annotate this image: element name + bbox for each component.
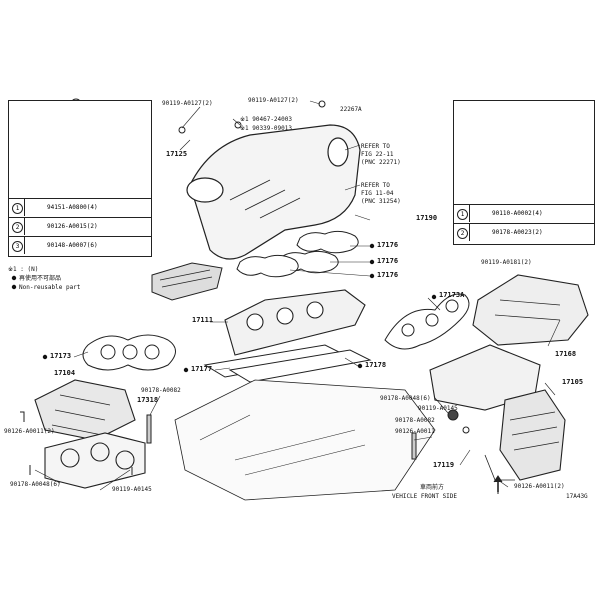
figure-code: 17A43G <box>566 493 588 500</box>
left-legend-row: 2 90126-A0015(2) <box>9 217 151 235</box>
legend-part-number: 94151-A0800(4) <box>47 204 98 211</box>
callout-90126-a0011-right: 90126-A0011 <box>395 428 435 435</box>
heat-shield-right <box>472 274 589 346</box>
legend-part-number: 90110-A0002(4) <box>492 210 543 217</box>
callout-17176-b: 17176 <box>377 257 399 265</box>
refer-note-1-line3: (PNC 22271) <box>361 159 401 166</box>
callout-90178-a0048-left: 90178-A0048(6) <box>10 481 61 488</box>
callout-17176-c: 17176 <box>377 271 399 279</box>
callout-90119-a0181: 90119-A0181(2) <box>481 259 532 266</box>
callout-90119-a0145-right: 90119-A0145 <box>418 405 458 412</box>
callout-17176-a: 17176 <box>377 241 399 249</box>
callout-17105: 17105 <box>562 378 584 386</box>
callout-17177: 17177 <box>191 365 213 373</box>
callout-17119: 17119 <box>433 461 455 469</box>
refer-note-2-line1: REFER TO <box>361 182 390 189</box>
right-legend-box: 1 90110-A0002(4) 2 90178-A0023(2) <box>453 100 595 245</box>
callout-17125: 17125 <box>166 150 188 158</box>
callout-17111: 17111 <box>192 316 214 324</box>
refer-note-1-line2: FIG 22-11 <box>361 151 394 158</box>
refer-note-1-line1: REFER TO <box>361 143 390 150</box>
callout-90339: ※1 90339-09013 <box>240 125 292 132</box>
callout-17168: 17168 <box>555 350 577 358</box>
legend-part-number: 90178-A0023(2) <box>492 229 543 236</box>
legend-part-number: 90126-A0015(2) <box>47 223 98 230</box>
callout-17173: 17173 <box>50 352 72 360</box>
left-legend-row: 1 94151-A0800(4) <box>9 198 151 216</box>
callout-90119-a0145-left: 90119-A0145 <box>112 486 152 493</box>
legend-number: 2 <box>457 228 468 239</box>
left-legend-box: 1 94151-A0800(4) 2 90126-A0015(2) 3 9014… <box>8 100 152 257</box>
callout-90126-a0011-left: 90126-A0011(2) <box>4 428 55 435</box>
left-legend-row: 3 90148-A0007(6) <box>9 236 151 254</box>
legend-number: 3 <box>12 241 23 252</box>
legend-number: 1 <box>457 209 468 220</box>
right-legend-row: 2 90178-A0023(2) <box>454 223 594 241</box>
callout-17173a: 17173A <box>439 291 465 299</box>
gasket-17177 <box>203 344 372 383</box>
legend-part-number: 90148-A0007(6) <box>47 242 98 249</box>
star-note: ※1 : (N) <box>8 266 39 273</box>
lower-intake-manifold <box>224 289 366 356</box>
exhaust-gasket-right <box>384 293 470 350</box>
callout-90119-a0127: 90119-A0127(2) <box>162 100 213 107</box>
exhaust-gasket-left <box>82 334 176 371</box>
callout-90126-a0011-br: 90126-A0011(2) <box>514 483 565 490</box>
engine-block <box>174 379 436 501</box>
leader-lines <box>34 100 561 491</box>
throttle-insert <box>151 262 223 301</box>
callout-22267a: 22267A <box>340 106 362 113</box>
legend-number: 1 <box>12 203 23 214</box>
non-reusable-note-jp: 再使用不可部品 <box>19 275 62 282</box>
callout-90178-a0082-a: 90178-A0082 <box>141 387 181 394</box>
callout-17318: 17318 <box>137 396 159 404</box>
non-reusable-note-en: Non-reusable part <box>19 284 81 291</box>
marker-dots <box>11 243 437 373</box>
refer-note-2-line2: FIG 11-04 <box>361 190 394 197</box>
vehicle-front-en: VEHICLE FRONT SIDE <box>392 493 458 500</box>
callout-90467: ※1 90467-24003 <box>240 116 292 123</box>
front-arrow <box>493 475 503 492</box>
right-legend-row: 1 90110-A0002(4) <box>454 204 594 222</box>
callout-90178-a0082-b: 90178-A0082 <box>395 417 435 424</box>
vehicle-front-jp: 車両前方 <box>420 484 445 491</box>
callout-17178: 17178 <box>365 361 387 369</box>
refer-note-2-line3: (PNC 31254) <box>361 198 401 205</box>
plenum-gaskets <box>236 230 359 278</box>
right-exhaust-manifold <box>429 344 566 481</box>
intake-plenum <box>186 124 361 260</box>
callout-90119-a0127-b: 90119-A0127(2) <box>248 97 299 104</box>
callout-17104: 17104 <box>54 369 76 377</box>
left-exhaust-manifold <box>34 379 146 489</box>
callout-90178-a0048-right: 90178-A0048(6) <box>380 395 431 402</box>
legend-number: 2 <box>12 222 23 233</box>
callout-17190: 17190 <box>416 214 438 222</box>
